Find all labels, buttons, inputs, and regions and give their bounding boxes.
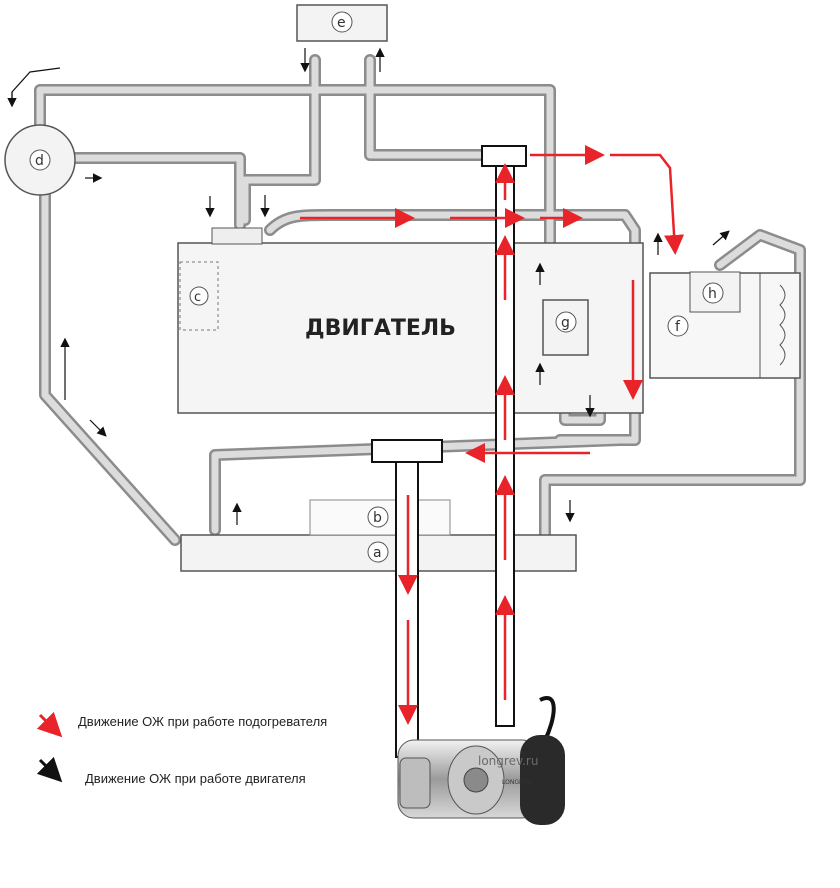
component-g: g	[542, 299, 589, 356]
legend-heater-arrow-icon	[36, 711, 63, 738]
component-a-b: b a	[180, 499, 577, 572]
component-e: e	[296, 4, 388, 42]
legend-engine-text: Движение ОЖ при работе двигателя	[85, 771, 306, 786]
legend-arrows	[36, 711, 63, 783]
pipe-d-to-engine	[69, 152, 246, 231]
pre-heater-device: longrev.ru LONGREV	[397, 696, 565, 825]
label-g: g	[561, 315, 570, 331]
label-e: e	[337, 15, 346, 31]
engine-flow-arrows	[7, 47, 730, 525]
label-a: a	[373, 545, 382, 561]
legend-heater-text: Движение ОЖ при работе подогревателя	[78, 714, 328, 729]
label-b: b	[373, 510, 382, 526]
label-h: h	[708, 286, 717, 302]
device-brand: LONGREV	[502, 779, 532, 786]
label-f: f	[675, 319, 681, 335]
heater-flow-arrows	[300, 145, 685, 725]
pipe-e-right	[364, 54, 486, 161]
label-c: c	[194, 290, 201, 305]
engine-label: ДВИГАТЕЛЬ	[305, 316, 456, 341]
device-watermark: longrev.ru	[478, 754, 538, 768]
component-c: c	[179, 261, 219, 331]
component-f-h: h f	[649, 271, 801, 379]
heater-pipes	[371, 145, 527, 758]
label-d: d	[35, 153, 44, 169]
legend-engine-arrow-icon	[36, 756, 63, 783]
component-d: d	[4, 124, 76, 196]
coolant-pipes	[34, 54, 806, 546]
